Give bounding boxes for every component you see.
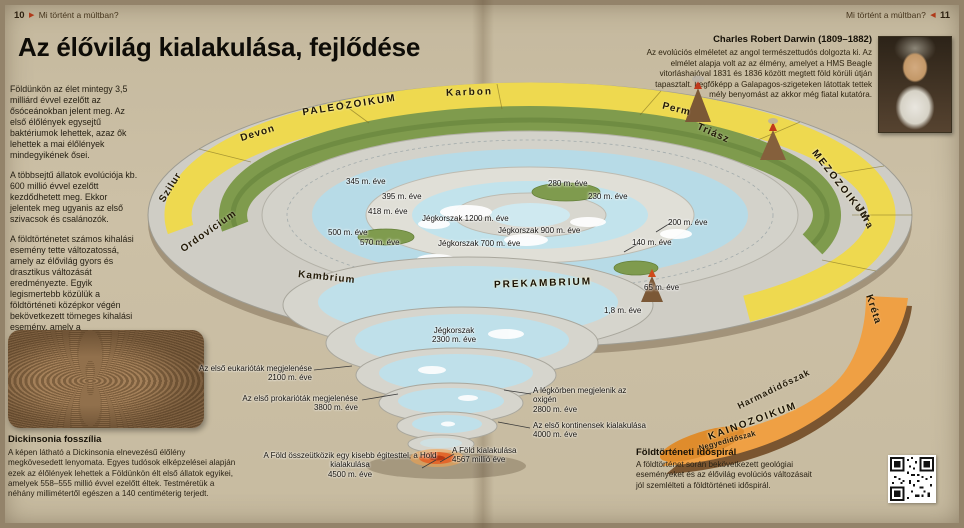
qr-code [888, 455, 936, 503]
paleozoic-mesozoic-band [164, 82, 896, 322]
arrow-right-icon: ▶ [28, 12, 35, 19]
section-title-left: Mi történt a múltban? [38, 10, 119, 20]
intro-paragraph-1: Földünkön az élet mintegy 3,5 milliárd é… [10, 84, 128, 160]
header-right: Mi történt a múltban? ◀ 11 [846, 10, 950, 21]
kainozoic-ramp [659, 296, 912, 474]
intro-text: Földünkön az élet mintegy 3,5 milliárd é… [10, 84, 138, 364]
guide-dashed-ring [286, 139, 774, 291]
intro-paragraph-2: A többsejtű állatok evolúciója kb. 600 m… [10, 169, 138, 224]
ring-water-3 [490, 203, 570, 227]
page-number-left: 10 [14, 10, 25, 21]
page-number-right: 11 [939, 10, 950, 21]
page-title: Az élővilág kialakulása, fejlődése [18, 32, 421, 62]
darwin-infobox: Charles Robert Darwin (1809–1882) Az evo… [640, 34, 872, 101]
volcano-icons [641, 75, 786, 302]
qr-pattern [890, 457, 934, 501]
stack-cloud-icons [418, 329, 524, 427]
header-left: 10 ▶ Mi történt a múltban? [14, 10, 119, 21]
leader-lines [313, 221, 673, 469]
spiral-caption-heading: Földtörténeti időspirál [636, 447, 737, 458]
period-divider-ticks [198, 83, 912, 272]
time-spiral-illustration [147, 75, 913, 479]
darwin-portrait [878, 36, 952, 133]
terrain-band [219, 106, 841, 255]
arrow-left-icon: ◀ [930, 12, 936, 19]
spiral-stack [282, 256, 654, 454]
darwin-body: Az evolúciós elméletet az angol természe… [646, 48, 872, 100]
fossil-caption-heading: Dickinsonia fosszília [8, 434, 102, 445]
earth-formation-glow [410, 449, 464, 467]
fossil-caption: Dickinsonia fosszília A képen látható a … [8, 434, 238, 500]
fossil-photo [8, 330, 204, 428]
darwin-heading: Charles Robert Darwin (1809–1882) [713, 34, 872, 45]
fossil-caption-body: A képen látható a Dickinsonia elnevezésű… [8, 448, 236, 499]
spiral-caption: Földtörténeti időspirál A földtörténet s… [636, 447, 822, 491]
terrain-band-edge [230, 117, 830, 247]
section-title-right: Mi történt a múltban? [845, 10, 926, 20]
spiral-caption-body: A földtörténet során bekövetkezett geoló… [636, 460, 812, 490]
